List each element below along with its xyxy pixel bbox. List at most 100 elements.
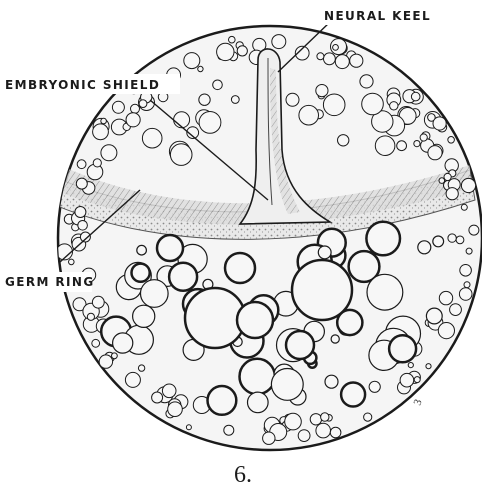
yolk-globule (459, 288, 472, 301)
yolk-globule (299, 105, 319, 125)
yolk-globule (101, 145, 117, 161)
yolk-globule (198, 66, 203, 71)
yolk-globule (360, 75, 373, 88)
yolk-globule (93, 159, 101, 167)
figure-number: 6. (234, 462, 252, 488)
yolk-globule (113, 333, 133, 353)
yolk-globule (331, 335, 339, 343)
neural-keel-label: NEURAL KEEL (324, 9, 431, 23)
yolk-globule (224, 425, 234, 435)
yolk-globule (364, 413, 372, 421)
yolk-globule (411, 92, 420, 101)
yolk-globule (367, 274, 403, 310)
yolk-globule (408, 363, 413, 368)
yolk-globule (87, 313, 94, 320)
yolk-globule (433, 236, 444, 247)
yolk-globule (414, 141, 420, 147)
yolk-globule (397, 141, 407, 151)
yolk-globule (317, 53, 324, 60)
yolk-globule (92, 339, 100, 347)
yolk-globule (142, 128, 162, 148)
yolk-globule (225, 253, 255, 283)
yolk-globule (237, 46, 247, 56)
yolk-globule (469, 225, 479, 235)
yolk-globule (321, 413, 329, 421)
yolk-globule (439, 178, 445, 184)
yolk-globule (231, 96, 239, 104)
yolk-globule (310, 414, 321, 425)
yolk-globule (131, 104, 140, 113)
yolk-globule (132, 264, 150, 282)
yolk-globule (101, 118, 107, 124)
yolk-globule (418, 241, 431, 254)
yolk-globule (126, 113, 140, 127)
yolk-globule (456, 236, 464, 244)
yolk-globule (271, 369, 303, 401)
yolk-globule (199, 112, 221, 134)
yolk-globule (77, 160, 86, 169)
yolk-globule (428, 146, 442, 160)
yolk-globule (460, 265, 472, 277)
yolk-globule (92, 296, 104, 308)
yolk-globule (426, 364, 431, 369)
yolk-globule (263, 432, 275, 444)
yolk-globule (285, 413, 302, 430)
yolk-globule (420, 134, 427, 141)
yolk-globule (369, 381, 380, 392)
yolk-globule (446, 188, 458, 200)
yolk-globule (157, 235, 183, 261)
yolk-globule (229, 36, 236, 43)
yolk-globule (186, 425, 191, 430)
yolk-globule (316, 423, 331, 438)
yolk-globule (69, 259, 75, 265)
yolk-globule (217, 43, 234, 60)
yolk-globule (444, 173, 451, 180)
yolk-globule (450, 304, 462, 316)
corner-mark: 3 (412, 397, 425, 407)
yolk-globule (286, 331, 314, 359)
yolk-globule (414, 377, 420, 383)
yolk-globule (324, 53, 336, 65)
yolk-globule (438, 323, 454, 339)
yolk-globule (184, 53, 200, 69)
yolk-globule (335, 55, 349, 69)
yolk-globule (464, 282, 470, 288)
yolk-globule (389, 335, 416, 362)
yolk-globule (466, 248, 472, 254)
yolk-globule (112, 101, 124, 113)
yolk-globule (375, 136, 395, 156)
yolk-globule (298, 430, 310, 442)
yolk-globule (362, 93, 384, 115)
yolk-globule (137, 245, 147, 255)
yolk-globule (78, 221, 88, 231)
yolk-globule (461, 178, 475, 192)
yolk-globule (426, 308, 442, 324)
yolk-globule (93, 124, 109, 140)
yolk-globule (341, 383, 365, 407)
yolk-globule (292, 260, 352, 320)
yolk-globule (448, 137, 455, 144)
yolk-globule (439, 291, 452, 304)
yolk-globule (400, 373, 414, 387)
yolk-globule (325, 375, 338, 388)
yolk-globule (208, 386, 237, 415)
yolk-globule (112, 353, 118, 359)
yolk-globule (338, 135, 349, 146)
yolk-globule (237, 302, 273, 338)
yolk-globule (366, 222, 400, 256)
yolk-globule (174, 112, 190, 128)
yolk-globule (133, 305, 155, 327)
yolk-globule (76, 178, 87, 189)
yolk-globule (323, 94, 345, 116)
yolk-globule (138, 365, 144, 371)
embryonic-shield-label: EMBRYONIC SHIELD (5, 78, 160, 92)
yolk-globule (139, 100, 147, 108)
yolk-globule (330, 427, 341, 438)
yolk-globule (75, 207, 86, 218)
yolk-globule (170, 144, 192, 166)
yolk-globule (461, 204, 467, 210)
yolk-globule (80, 232, 90, 242)
yolk-globule (125, 372, 140, 387)
yolk-globule (316, 85, 328, 97)
